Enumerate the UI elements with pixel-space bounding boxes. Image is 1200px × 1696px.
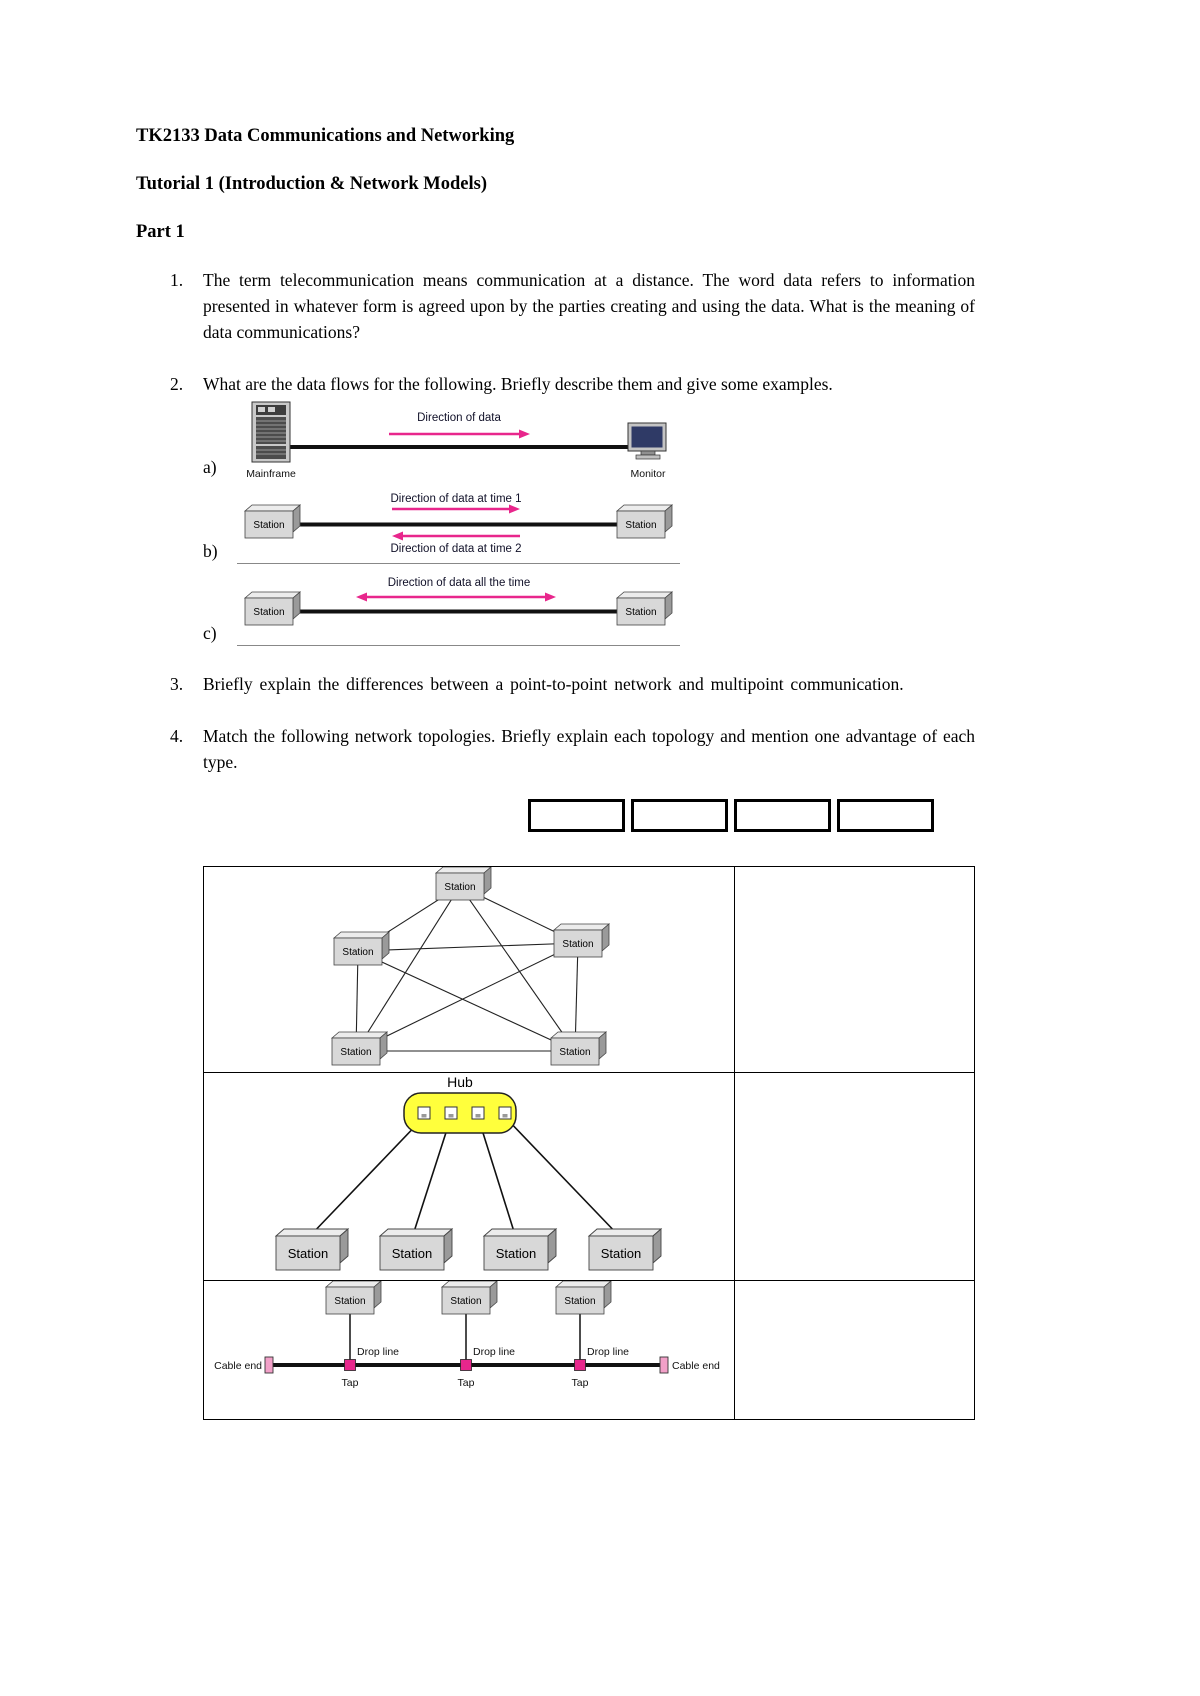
station-box bbox=[244, 591, 301, 626]
question-3-number: 3. bbox=[170, 674, 184, 694]
mesh-topology-diagram bbox=[331, 867, 610, 1066]
station-box bbox=[555, 1281, 612, 1315]
station-box bbox=[244, 504, 301, 539]
cable-end-cap bbox=[264, 1356, 274, 1374]
station-box bbox=[441, 1281, 498, 1315]
hub-cables bbox=[307, 1116, 622, 1239]
answer-box-3 bbox=[734, 799, 831, 832]
mesh-links bbox=[355, 885, 579, 1052]
question-4-text: Match the following network topologies. … bbox=[203, 726, 975, 772]
answer-box-1 bbox=[528, 799, 625, 832]
direction-arrow bbox=[389, 429, 530, 439]
monitor-icon bbox=[627, 422, 667, 460]
star-answer-cell bbox=[733, 1072, 976, 1281]
tap-square bbox=[344, 1359, 356, 1371]
monitor-label: Monitor bbox=[630, 468, 666, 480]
station-box bbox=[616, 591, 673, 626]
figure-a-diagram: Mainframe Monitor Direction of data bbox=[246, 401, 667, 480]
bus-answer-cell bbox=[733, 1280, 976, 1420]
question-1-text: The term telecommunication means communi… bbox=[203, 270, 975, 342]
station-box bbox=[435, 867, 492, 901]
tap-label: Tap bbox=[458, 1377, 475, 1389]
cable-end-cap bbox=[659, 1356, 669, 1374]
figure-b: b) Direction of data at time 1 Direction… bbox=[203, 493, 975, 565]
bus-diagram-cell: Drop line Drop line Drop line Tap Tap Ta… bbox=[203, 1280, 735, 1420]
mainframe-icon bbox=[251, 401, 291, 463]
hub-body bbox=[403, 1092, 517, 1134]
star-diagram-cell: Hub bbox=[203, 1072, 735, 1281]
drop-lines bbox=[349, 1314, 581, 1365]
direction-time1-label: Direction of data at time 1 bbox=[390, 493, 521, 505]
answer-box-row bbox=[528, 799, 975, 832]
doc-title: TK2133 Data Communications and Networkin… bbox=[136, 126, 515, 146]
figure-c: c) Direction of data all the time bbox=[203, 573, 975, 647]
doc-subtitle: Tutorial 1 (Introduction & Network Model… bbox=[136, 174, 487, 194]
part-heading: Part 1 bbox=[136, 222, 185, 242]
question-2-text: What are the data flows for the followin… bbox=[203, 374, 833, 394]
station-box bbox=[553, 923, 610, 958]
question-2: 2. What are the data flows for the follo… bbox=[136, 371, 975, 397]
question-4: 4. Match the following network topologie… bbox=[136, 723, 975, 775]
mesh-diagram-cell bbox=[203, 866, 735, 1073]
tap-label: Tap bbox=[572, 1377, 589, 1389]
hub-ports bbox=[417, 1106, 512, 1120]
drop-line-label: Drop line bbox=[357, 1346, 399, 1358]
tap-label: Tap bbox=[342, 1377, 359, 1389]
station-box bbox=[588, 1228, 662, 1271]
station-box bbox=[616, 504, 673, 539]
question-2-number: 2. bbox=[170, 374, 184, 394]
figure-c-label: c) bbox=[203, 623, 217, 643]
question-1-number: 1. bbox=[170, 270, 184, 290]
figure-a-label: a) bbox=[203, 457, 217, 477]
cable-end-label: Cable end bbox=[672, 1360, 720, 1372]
topology-row-mesh bbox=[203, 866, 976, 1073]
direction-of-data-label: Direction of data bbox=[417, 412, 501, 424]
hub-label: Hub bbox=[447, 1074, 473, 1090]
direction-time2-label: Direction of data at time 2 bbox=[390, 543, 521, 555]
arrow-left-time2 bbox=[392, 531, 520, 541]
figure-a: a) Mainframe bbox=[203, 401, 975, 481]
station-box bbox=[331, 1031, 388, 1066]
station-box bbox=[275, 1228, 349, 1271]
figure-b-diagram: Direction of data at time 1 Direction of… bbox=[237, 493, 680, 564]
question-3-text: Briefly explain the differences between … bbox=[203, 674, 904, 694]
mesh-answer-cell bbox=[733, 866, 976, 1073]
topology-row-bus: Drop line Drop line Drop line Tap Tap Ta… bbox=[203, 1280, 976, 1420]
answer-box-4 bbox=[837, 799, 934, 832]
figure-c-diagram: Direction of data all the time bbox=[237, 577, 680, 646]
drop-line-label: Drop line bbox=[587, 1346, 629, 1358]
station-box bbox=[483, 1228, 557, 1271]
station-box bbox=[333, 931, 390, 966]
answer-box-2 bbox=[631, 799, 728, 832]
question-4-number: 4. bbox=[170, 726, 184, 746]
bus-topology-diagram: Drop line Drop line Drop line Tap Tap Ta… bbox=[214, 1281, 720, 1389]
tap-square bbox=[460, 1359, 472, 1371]
cable-end-label: Cable end bbox=[214, 1360, 262, 1372]
drop-line-label: Drop line bbox=[473, 1346, 515, 1358]
topology-table: Hub bbox=[203, 866, 976, 1420]
station-box bbox=[379, 1228, 453, 1271]
figure-b-label: b) bbox=[203, 541, 218, 561]
question-3: 3. Briefly explain the differences betwe… bbox=[136, 671, 975, 697]
tap-square bbox=[574, 1359, 586, 1371]
direction-alltime-label: Direction of data all the time bbox=[388, 577, 531, 589]
arrow-right-time1 bbox=[392, 504, 520, 514]
station-box bbox=[550, 1031, 607, 1066]
question-1: 1. The term telecommunication means comm… bbox=[136, 267, 975, 345]
arrow-both-directions bbox=[356, 592, 556, 602]
topology-row-star: Hub bbox=[203, 1072, 976, 1281]
mainframe-label: Mainframe bbox=[246, 468, 296, 480]
station-box bbox=[325, 1281, 382, 1315]
star-topology-diagram: Hub bbox=[275, 1074, 662, 1271]
